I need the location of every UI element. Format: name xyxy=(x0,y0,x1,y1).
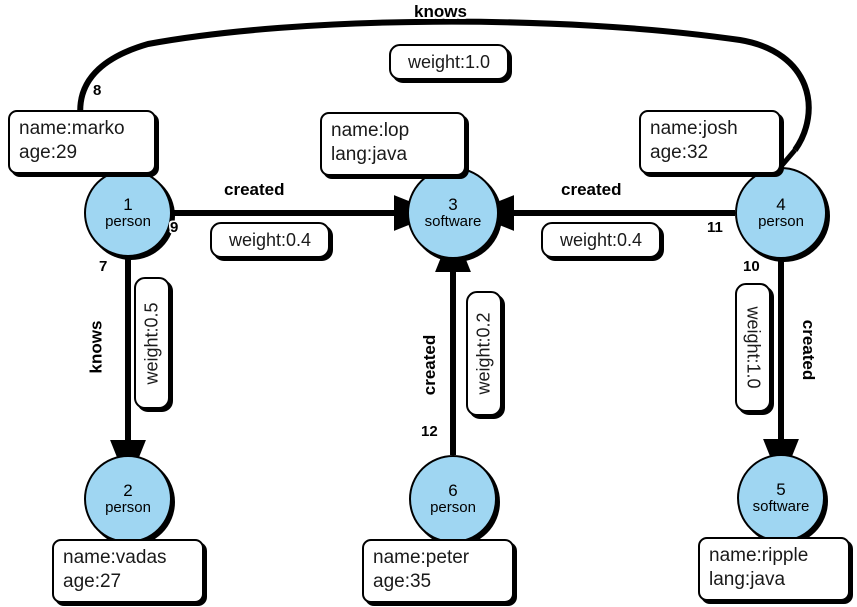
weight-text: weight:0.5 xyxy=(141,301,162,385)
property-line: name:lop xyxy=(331,120,410,141)
graph-node-5[interactable]: 5 software xyxy=(737,454,825,542)
edge-id-label-9: 9 xyxy=(170,219,179,236)
edge-type-text: created xyxy=(561,180,622,199)
property-line: age:29 xyxy=(19,142,78,164)
weight-text: weight:1.0 xyxy=(407,51,491,72)
edge-id-label-12: 12 xyxy=(421,423,438,440)
weight-box-edge-7[interactable]: weight:0.5 xyxy=(134,277,170,409)
property-line: name:vadas xyxy=(63,547,167,568)
weight-text: weight:1.0 xyxy=(743,306,764,389)
edge-type-text: created xyxy=(799,319,819,381)
weight-text: weight:0.2 xyxy=(473,312,494,395)
weight-box-edge-12[interactable]: weight:0.2 xyxy=(466,291,502,416)
graph-node-1[interactable]: 1 person xyxy=(84,169,172,257)
weight-box-edge-8[interactable]: weight:1.0 xyxy=(389,44,509,80)
edge-id-label-10: 10 xyxy=(743,258,760,275)
graph-node-3[interactable]: 3 software xyxy=(407,167,499,259)
node-type-label: person xyxy=(105,213,151,231)
edge-type-text: knows xyxy=(86,320,106,374)
property-box-node-2[interactable]: name:vadas age:27 xyxy=(52,539,204,603)
edge-path-8 xyxy=(77,18,812,178)
node-type-label: software xyxy=(752,498,810,516)
weight-box-edge-11[interactable]: weight:0.4 xyxy=(541,222,661,258)
property-line: name:josh xyxy=(650,118,738,139)
node-id-label: 1 xyxy=(123,195,133,215)
node-id-label: 4 xyxy=(776,195,786,215)
property-line: age:32 xyxy=(650,142,709,164)
edge-type-text: created xyxy=(420,334,440,396)
edge-type-label-11: created xyxy=(561,180,621,200)
edge-id-label-8: 8 xyxy=(93,82,102,99)
graph-node-4[interactable]: 4 person xyxy=(735,167,827,259)
property-box-node-3[interactable]: name:lop lang:java xyxy=(320,112,466,176)
property-line: name:ripple xyxy=(709,545,809,566)
weight-box-edge-9[interactable]: weight:0.4 xyxy=(210,222,330,258)
property-box-node-1[interactable]: name:marko age:29 xyxy=(8,110,156,174)
node-type-label: person xyxy=(758,213,804,231)
node-id-label: 3 xyxy=(448,195,458,215)
property-line: name:peter xyxy=(373,547,470,568)
edge-id-label-11: 11 xyxy=(707,219,723,236)
property-box-node-6[interactable]: name:peter age:35 xyxy=(362,539,514,603)
weight-box-edge-10[interactable]: weight:1.0 xyxy=(735,283,771,412)
node-id-label: 5 xyxy=(776,480,786,500)
edge-type-label-9: created xyxy=(224,180,284,200)
weight-text: weight:0.4 xyxy=(228,229,312,250)
property-box-node-5[interactable]: name:ripple lang:java xyxy=(698,537,850,601)
edge-type-label-12: created xyxy=(420,335,440,395)
node-type-label: person xyxy=(105,499,151,517)
node-type-label: person xyxy=(430,499,476,517)
edge-type-label-7: knows xyxy=(86,321,106,374)
property-line: lang:java xyxy=(331,144,408,166)
edge-id-label-7: 7 xyxy=(99,258,108,275)
property-box-node-4[interactable]: name:josh age:32 xyxy=(639,110,781,174)
weight-text: weight:0.4 xyxy=(559,229,643,250)
node-id-label: 6 xyxy=(448,481,458,501)
property-line: age:35 xyxy=(373,571,432,593)
property-line: lang:java xyxy=(709,569,786,591)
edge-type-text: created xyxy=(224,180,285,199)
graph-node-6[interactable]: 6 person xyxy=(409,455,497,543)
graph-node-2[interactable]: 2 person xyxy=(84,455,172,543)
property-line: name:marko xyxy=(19,118,125,139)
edge-type-text: knows xyxy=(414,2,467,21)
property-line: age:27 xyxy=(63,571,122,593)
edge-type-label-8: knows xyxy=(414,2,467,22)
edge-type-label-10: created xyxy=(798,320,818,380)
node-id-label: 2 xyxy=(123,481,133,501)
node-type-label: software xyxy=(424,213,482,231)
